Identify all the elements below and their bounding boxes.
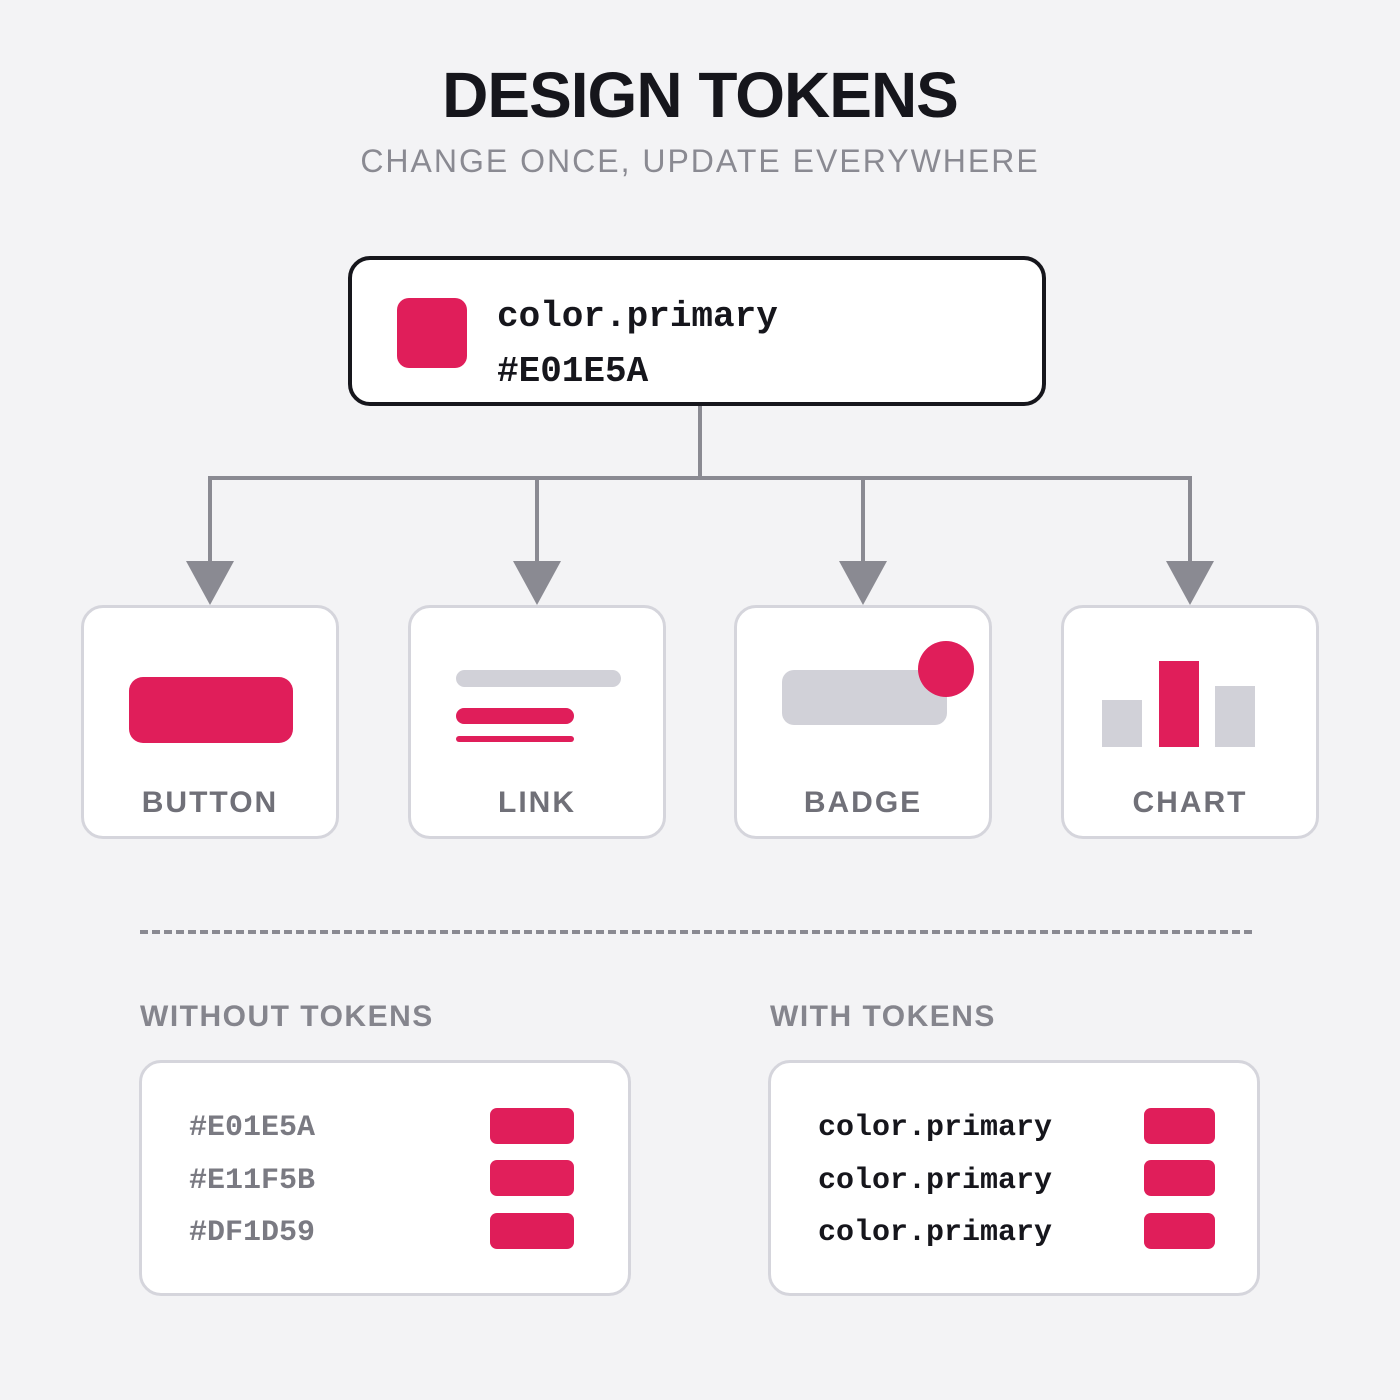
component-label: LINK bbox=[498, 786, 576, 819]
component-label: BADGE bbox=[803, 786, 923, 819]
with-tokens-label: WITH TOKENS bbox=[770, 1000, 996, 1033]
token-card: color.primary #E01E5A bbox=[348, 256, 1046, 406]
token-reference: color.primary bbox=[818, 1164, 1053, 1198]
arrow-down-icon bbox=[513, 561, 561, 605]
button-preview bbox=[129, 677, 293, 743]
hex-value: #E01E5A bbox=[189, 1111, 316, 1145]
without-tokens-panel: #E01E5A #E11F5B #DF1D59 bbox=[139, 1060, 631, 1296]
page-title: DESIGN TOKENS bbox=[442, 59, 959, 131]
page-subtitle: CHANGE ONCE, UPDATE EVERYWHERE bbox=[360, 143, 1040, 179]
token-swatch bbox=[397, 298, 467, 368]
section-divider bbox=[140, 930, 1252, 934]
badge-dot bbox=[918, 641, 974, 697]
hex-value: #DF1D59 bbox=[189, 1216, 316, 1250]
with-tokens-panel: color.primary color.primary color.primar… bbox=[768, 1060, 1260, 1296]
without-tokens-label: WITHOUT TOKENS bbox=[140, 1000, 434, 1033]
component-label: CHART bbox=[1132, 786, 1248, 819]
color-swatch bbox=[1144, 1160, 1215, 1196]
chart-preview-bar bbox=[1159, 661, 1199, 747]
chart-preview-bar bbox=[1215, 686, 1255, 747]
component-card-chart: CHART bbox=[1061, 605, 1319, 839]
link-preview-text-line bbox=[456, 670, 621, 687]
component-card-button: BUTTON bbox=[81, 605, 339, 839]
arrow-down-icon bbox=[1166, 561, 1214, 605]
token-value: #E01E5A bbox=[497, 351, 649, 392]
color-swatch bbox=[490, 1213, 574, 1249]
arrow-down-icon bbox=[839, 561, 887, 605]
color-swatch bbox=[1144, 1108, 1215, 1144]
link-preview-link-text bbox=[456, 708, 574, 724]
link-preview-underline bbox=[456, 736, 574, 742]
color-swatch bbox=[490, 1108, 574, 1144]
component-card-link: LINK bbox=[408, 605, 666, 839]
chart-preview-bar bbox=[1102, 700, 1142, 747]
hex-value: #E11F5B bbox=[189, 1164, 316, 1198]
component-label: BUTTON bbox=[141, 786, 279, 819]
color-swatch bbox=[490, 1160, 574, 1196]
component-card-badge: BADGE bbox=[734, 605, 992, 839]
token-reference: color.primary bbox=[818, 1216, 1053, 1250]
arrow-down-icon bbox=[186, 561, 234, 605]
color-swatch bbox=[1144, 1213, 1215, 1249]
token-name: color.primary bbox=[497, 296, 778, 337]
token-reference: color.primary bbox=[818, 1111, 1053, 1145]
